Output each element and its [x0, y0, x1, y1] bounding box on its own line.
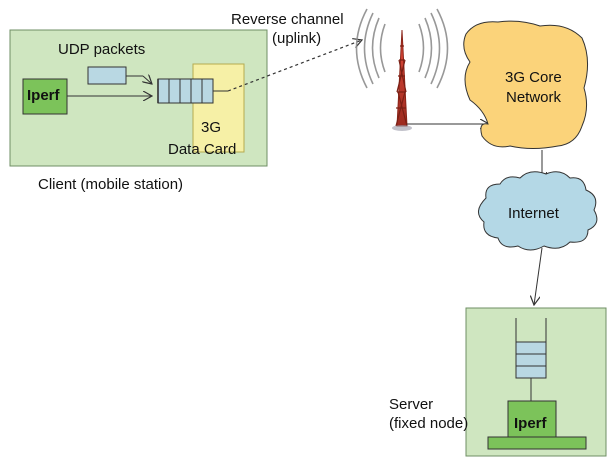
core-network-label-line1: 3G Core [505, 69, 562, 86]
data-card-label-line1: 3G [201, 119, 222, 136]
client-queue [157, 78, 214, 104]
server-base [487, 436, 587, 450]
core-network-label-line2: Network [506, 89, 562, 106]
server-label-line1: Server [389, 396, 434, 413]
server-label-line2: (fixed node) [389, 415, 469, 432]
client-iperf-label: Iperf [27, 87, 60, 104]
internet-cloud [478, 171, 598, 251]
core-network-cloud [463, 20, 588, 149]
server-iperf-label: Iperf [514, 415, 547, 432]
client-arrows [67, 76, 228, 96]
udp-packet [87, 66, 127, 85]
server-iperf-box [507, 400, 557, 438]
radio-tower-icon [355, 8, 449, 131]
data-card [192, 63, 245, 153]
udp-packets-label: UDP packets [58, 41, 146, 58]
uplink-label-line1: Reverse channel [231, 11, 344, 28]
uplink-label-line2: (uplink) [272, 30, 322, 47]
server-queue [515, 318, 547, 401]
data-card-label-line2: Data Card [168, 141, 237, 158]
client-iperf-box [22, 78, 68, 115]
internet-label: Internet [508, 205, 559, 222]
client-caption: Client (mobile station) [38, 176, 184, 193]
internet-to-server-link [534, 247, 543, 305]
